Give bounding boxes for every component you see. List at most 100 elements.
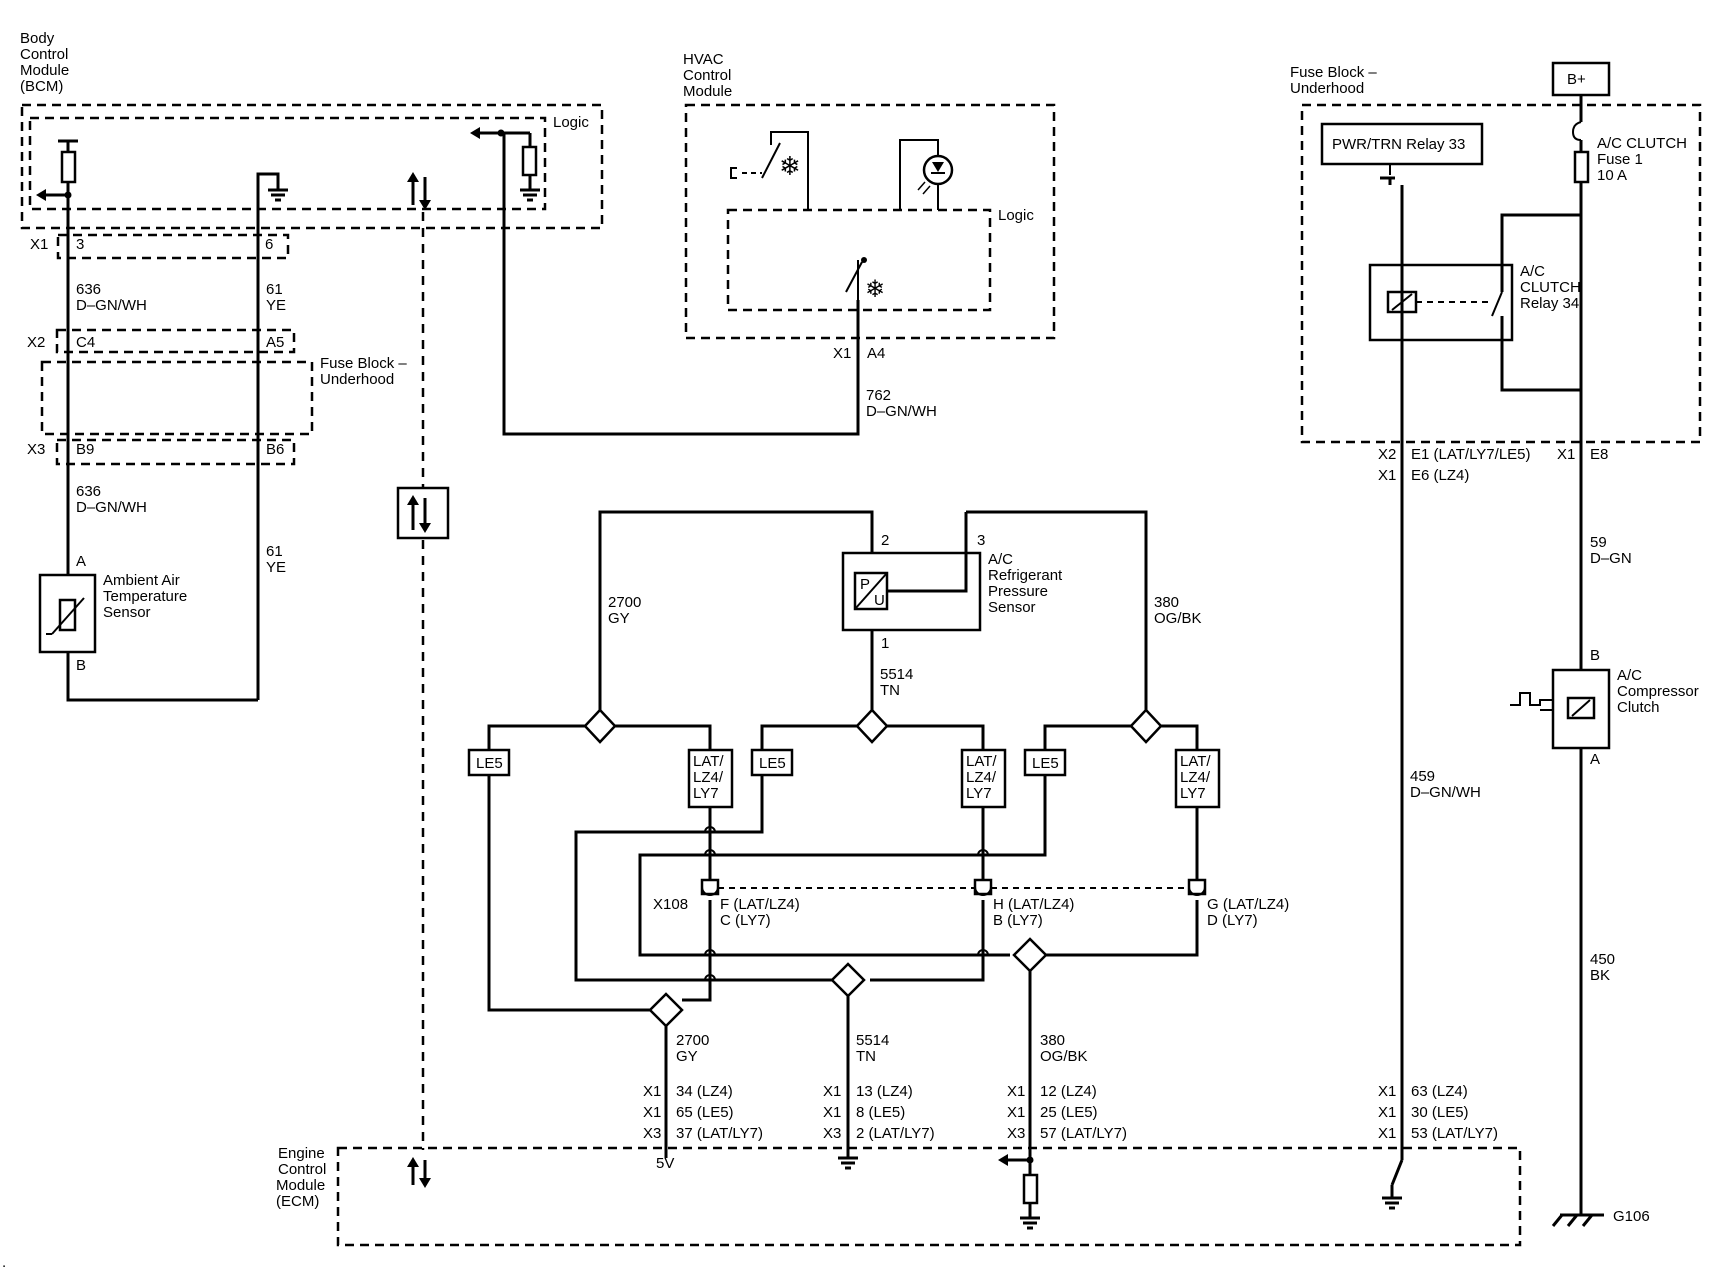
option-le5-1 [467, 748, 511, 777]
fuse-block-pins: X2 E1 (LAT/LY7/LE5) X1 E8 X1 E6 (LZ4) 59… [1378, 446, 1632, 984]
fuse-block-mid-label-1: Fuse Block – [320, 355, 407, 372]
bcm-harness: X1 3 6 636 D–GN/WH 61 YE X2 C4 A5 Fuse B… [27, 195, 407, 702]
pin-b-1: 13 (LZ4) [856, 1083, 913, 1100]
b-plus-box [1551, 61, 1611, 97]
x108-g-2: D (LY7) [1207, 912, 1258, 929]
hvac-logic-label: Logic [998, 207, 1034, 224]
pin-x1-3: 3 [76, 236, 84, 253]
fuse-icon [1571, 95, 1590, 1215]
wire-2700-color: GY [608, 610, 630, 627]
pin-d-conn-2: X1 [1378, 1104, 1396, 1121]
bcm-label-4: (BCM) [20, 78, 63, 95]
pin-a-conn-1: X1 [643, 1083, 661, 1100]
b-plus-label: B+ [1567, 71, 1586, 88]
hvac-module: HVAC Control Module Logic ❄ [502, 51, 1056, 436]
ground-g106: G106 [1613, 1208, 1650, 1225]
bcm-serial-data-arrows [407, 172, 431, 210]
conn-x3-outline [55, 438, 296, 466]
clutch-pin-b: B [1590, 647, 1600, 664]
bcm-module: Body Control Module (BCM) Logic [20, 30, 604, 250]
fuse-block-mid-outline [40, 360, 314, 436]
clutch-pin-a: A [1590, 751, 1600, 768]
wire-5514-color-2: TN [856, 1048, 876, 1065]
pin-b-conn-1: X1 [823, 1083, 841, 1100]
ecm-outline [336, 1146, 1522, 1247]
sensor-harness-lower: X108 F (LAT/LZ4) C (LY7) H (LAT/LZ4) B (… [487, 775, 1289, 1175]
wire-762 [502, 133, 860, 436]
pressure-sensor: P U 2 3 1 A/C Refrigerant Pressure Senso… [841, 512, 1063, 652]
pin-x3-b9: B9 [76, 441, 94, 458]
sensor-label-2: Temperature [103, 588, 187, 605]
option-lat-3-line2: LZ4/ [1180, 769, 1211, 786]
option-lat-1-line1: LAT/ [693, 753, 724, 770]
wire-380-color: OG/BK [1154, 610, 1202, 627]
wire-636-color-2: D–GN/WH [76, 499, 147, 516]
wire-2700-color-2: GY [676, 1048, 698, 1065]
wire-450-color: BK [1590, 967, 1610, 984]
x108-f-2: C (LY7) [720, 912, 771, 929]
ecm-serial-data-arrows [407, 1157, 431, 1188]
ecm-relay-driver-icon [1382, 1159, 1404, 1210]
pin-d-2: 30 (LE5) [1411, 1104, 1469, 1121]
pressure-label-1: A/C [988, 551, 1013, 568]
sensor-label-1: Ambient Air [103, 572, 180, 589]
clutch-label-2: Compressor [1617, 683, 1699, 700]
option-le5-2 [750, 748, 794, 777]
ecm-pin-labels: 2700 GY 5514 TN 380 OG/BK X1 34 (LZ4) X1… [643, 1032, 1498, 1142]
wire-5514-num-2: 5514 [856, 1032, 889, 1049]
fuse-block-top-outline [1300, 103, 1702, 444]
splice-2700-bottom [648, 992, 684, 1028]
splice-5514-top [855, 708, 889, 744]
wire-59-num: 59 [1590, 534, 1607, 551]
option-lat-3-line1: LAT/ [1180, 753, 1211, 770]
ecm-label-4: (ECM) [276, 1193, 319, 1210]
relay34-label-2: CLUTCH [1520, 279, 1581, 296]
pin-x1-6: 6 [265, 236, 273, 253]
sensor-pin-a: A [76, 553, 86, 570]
ac-request-switch-icon: ❄ [730, 131, 809, 210]
five-volt-ref: 5V [656, 1155, 674, 1172]
pressure-label-2: Refrigerant [988, 567, 1063, 584]
ecm-label-1: Engine [278, 1145, 325, 1162]
sensor-pin-b: B [76, 657, 86, 674]
conn-x1-outline [56, 233, 290, 260]
relay34-label-1: A/C [1520, 263, 1545, 280]
hvac-outline [684, 103, 1056, 340]
snowflake-icon-2: ❄ [865, 276, 885, 303]
sensor-pin-1: 1 [881, 635, 889, 652]
sensor-pin-2: 2 [881, 532, 889, 549]
ecm-label-3: Module [276, 1177, 325, 1194]
pin-c-1: 12 (LZ4) [1040, 1083, 1097, 1100]
wire-762-num: 762 [866, 387, 891, 404]
wire-636-num-2: 636 [76, 483, 101, 500]
bcm-label-1: Body [20, 30, 55, 47]
fuse-block-top-label-2: Underhood [1290, 80, 1364, 97]
pin-d-1: 63 (LZ4) [1411, 1083, 1468, 1100]
relay34-label-3: Relay 34 [1520, 295, 1579, 312]
hvac-output-switch-icon: ❄ [845, 257, 885, 303]
pin-c-conn-3: X3 [1007, 1125, 1025, 1142]
ecm-low-ref-ground-icon [838, 1156, 858, 1170]
wire-459-num: 459 [1410, 768, 1435, 785]
wire-762-color: D–GN/WH [866, 403, 937, 420]
wire-380-num: 380 [1154, 594, 1179, 611]
wire-450-num: 450 [1590, 951, 1615, 968]
option-lat-1-line3: LY7 [693, 785, 719, 802]
splice-5514-bottom [830, 962, 866, 998]
conn-x1-label: X1 [30, 236, 48, 253]
wire-380-num-2: 380 [1040, 1032, 1065, 1049]
hvac-label-1: HVAC [683, 51, 724, 68]
hvac-conn-x1: X1 [833, 345, 851, 362]
x108-h-2: B (LY7) [993, 912, 1043, 929]
pin-b-3: 2 (LAT/LY7) [856, 1125, 935, 1142]
bcm-logic-outline [28, 116, 547, 211]
fuse-block-top: Fuse Block – Underhood B+ PWR/TRN Relay … [1290, 61, 1702, 1215]
pin-b-conn-2: X1 [823, 1104, 841, 1121]
option-lat-3-line3: LY7 [1180, 785, 1206, 802]
fuse-conn-x2: X2 [1378, 446, 1396, 463]
pin-d-conn-1: X1 [1378, 1083, 1396, 1100]
pin-d-3: 53 (LAT/LY7) [1411, 1125, 1498, 1142]
clutch-label-3: Clutch [1617, 699, 1660, 716]
pin-c-3: 57 (LAT/LY7) [1040, 1125, 1127, 1142]
chassis-ground-icon: G106 [1551, 1208, 1650, 1227]
